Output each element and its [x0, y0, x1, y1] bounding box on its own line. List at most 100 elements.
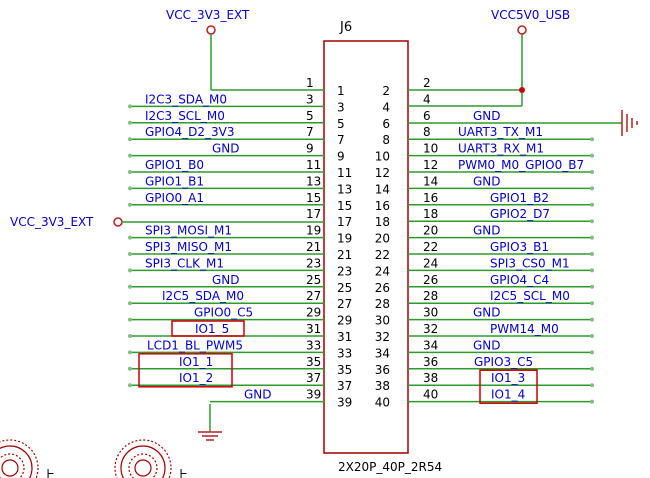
pin-number-inner: 10: [375, 150, 390, 164]
mounting-hole: [0, 439, 39, 478]
net-endpoint: [128, 383, 132, 388]
pin-number-inner: 30: [375, 314, 390, 328]
net-endpoint: [128, 235, 132, 240]
pin-number-inner: 38: [375, 379, 390, 393]
pin-number-outer: 30: [423, 306, 438, 320]
pin-number-inner: 18: [375, 215, 390, 229]
net-label: GND: [473, 174, 501, 188]
net-endpoint: [590, 366, 594, 371]
pin-number-inner: 2: [382, 84, 390, 98]
pin-number-inner: 14: [375, 182, 390, 196]
pin-number-outer: 19: [306, 224, 321, 238]
net-label: UART3_RX_M1: [458, 142, 544, 156]
net-endpoint: [128, 202, 132, 207]
pin-number-inner: 34: [375, 346, 390, 360]
mounting-hole-label: 上: [42, 469, 55, 478]
power-label-vcc-3v3-ext-top: VCC_3V3_EXT: [166, 8, 250, 22]
pin-number-outer: 9: [306, 142, 314, 156]
pin-number-outer: 8: [423, 125, 431, 139]
net-label: GPIO1_B1: [145, 174, 204, 188]
net-label: PWM0_M0_GPIO0_B7: [458, 158, 584, 172]
pin-number-inner: 20: [375, 232, 390, 246]
pin-number-inner: 28: [375, 297, 390, 311]
net-endpoint: [590, 137, 594, 142]
highlight-box: [479, 369, 538, 404]
net-label: I2C5_SDA_M0: [162, 289, 244, 303]
pin-number-outer: 29: [306, 306, 321, 320]
net-endpoint: [128, 301, 132, 306]
pin-number-outer: 23: [306, 256, 321, 270]
net-endpoint: [128, 334, 132, 338]
pin-number-outer: 40: [423, 388, 438, 402]
net-endpoint: [128, 268, 132, 273]
net-endpoint: [590, 301, 594, 306]
net-endpoint: [590, 202, 594, 207]
pin-number-inner: 17: [337, 215, 352, 229]
pin-number-outer: 21: [306, 240, 321, 254]
pin-number-outer: 10: [423, 142, 438, 156]
net-label: GPIO0_C5: [194, 306, 253, 320]
pin-number-inner: 26: [375, 281, 390, 295]
pin-number-inner: 27: [337, 297, 352, 311]
pin-number-inner: 39: [337, 396, 352, 410]
net-endpoint: [590, 186, 594, 191]
net-endpoint: [128, 186, 132, 191]
net-endpoint: [128, 317, 132, 322]
pin-number-outer: 35: [306, 355, 321, 369]
pin-number-outer: 16: [423, 191, 438, 205]
pin-number-outer: 28: [423, 289, 438, 303]
net-label: SPI3_MISO_M1: [145, 240, 232, 254]
net-endpoint: [128, 366, 132, 371]
net-label: LCD1_BL_PWM5: [147, 338, 243, 352]
highlight-box: [171, 320, 245, 337]
net-label: GND: [212, 273, 240, 287]
pin-number-inner: 3: [337, 100, 345, 114]
net-label: GND: [473, 306, 501, 320]
ground-symbol: [198, 431, 222, 441]
pin-number-outer: 33: [306, 338, 321, 352]
pin-number-inner: 40: [375, 396, 390, 410]
power-port-symbol: [206, 25, 216, 35]
pin-number-outer: 36: [423, 355, 438, 369]
net-label: GPIO4_C4: [490, 273, 549, 287]
pin-number-inner: 4: [382, 100, 390, 114]
pin-number-outer: 5: [306, 109, 314, 123]
mounting-hole: [114, 439, 172, 478]
power-label-vcc5v0-usb: VCC5V0_USB: [491, 8, 570, 22]
net-label: GPIO3_B1: [490, 240, 549, 254]
component-ref: J6: [339, 20, 352, 35]
net-endpoint: [590, 350, 594, 355]
net-label: GND: [473, 338, 501, 352]
net-label: SPI3_MOSI_M1: [145, 224, 232, 238]
net-label: GPIO0_A1: [145, 191, 204, 205]
net-label: PWM14_M0: [490, 322, 559, 336]
pin-number-inner: 16: [375, 199, 390, 213]
pin-number-outer: 7: [306, 125, 314, 139]
net-endpoint: [590, 317, 594, 322]
pin-number-outer: 22: [423, 240, 438, 254]
pin-number-inner: 33: [337, 346, 352, 360]
net-endpoint: [590, 334, 594, 338]
net-label: I2C3_SCL_M0: [145, 109, 225, 123]
net-endpoint: [128, 350, 132, 355]
net-label: GND: [212, 142, 240, 156]
net-label: GPIO1_B2: [490, 191, 549, 205]
pin-number-outer: 37: [306, 371, 321, 385]
pin-number-inner: 7: [337, 133, 345, 147]
pin-number-outer: 13: [306, 174, 321, 188]
net-endpoint: [590, 284, 594, 289]
pin-number-outer: 1: [306, 76, 314, 90]
net-endpoint: [590, 235, 594, 240]
pin-number-outer: 26: [423, 273, 438, 287]
pin-number-outer: 2: [423, 76, 431, 90]
pin-number-outer: 20: [423, 224, 438, 238]
pin-number-inner: 31: [337, 330, 352, 344]
connector-body: [323, 40, 409, 454]
net-endpoint: [128, 252, 132, 256]
net-endpoint: [590, 153, 594, 158]
net-label: GND: [473, 109, 501, 123]
pin-number-outer: 18: [423, 207, 438, 221]
net-label: GND: [244, 388, 272, 402]
net-label: IO1_5: [195, 322, 229, 336]
